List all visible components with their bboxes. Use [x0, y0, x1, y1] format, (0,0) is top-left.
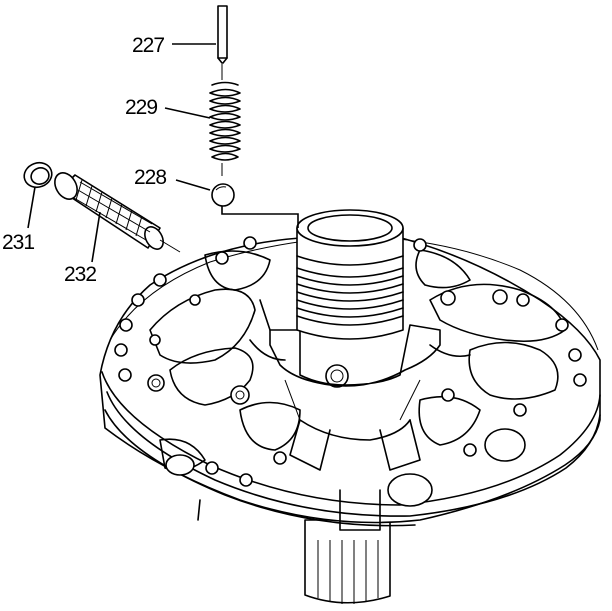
callout-228-label: 228 [134, 166, 166, 189]
callout-229-label: 229 [125, 96, 157, 119]
part-227-pin [217, 5, 228, 74]
callout-232-label: 232 [64, 263, 96, 286]
stator-hub [296, 209, 404, 340]
callout-231-label: 231 [2, 231, 34, 254]
callout-228: 228 [134, 166, 211, 191]
input-shaft-spline [304, 519, 391, 604]
callout-229: 229 [125, 96, 211, 119]
part-232-filter-screen [54, 172, 181, 253]
part-228-check-ball [211, 183, 299, 228]
callout-227-label: 227 [132, 34, 164, 57]
callout-231: 231 [2, 186, 36, 254]
part-229-spring [209, 74, 241, 176]
callout-227: 227 [132, 34, 216, 57]
part-231-snap-ring [23, 161, 53, 189]
callout-232: 232 [64, 211, 101, 286]
pump-body [99, 209, 601, 604]
bolt-holes [114, 236, 587, 487]
